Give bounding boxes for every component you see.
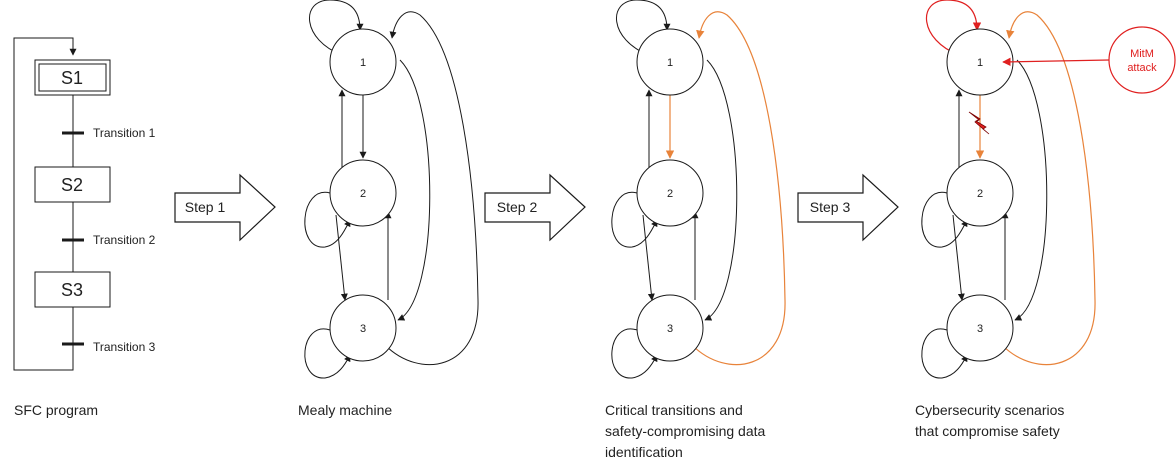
step-arrow-label: Step 3 [810,199,851,215]
sfc-transition-label: Transition 3 [93,340,156,354]
state-label: 2 [977,188,983,200]
mitm-label: MitM [1130,48,1154,60]
panel-caption: Cybersecurity scenarios [915,402,1064,418]
state-label: 2 [360,188,366,200]
step-arrow-2: Step 2 [484,173,586,242]
state-node-2 [946,159,1014,227]
sfc-step-s2 [34,166,111,203]
state-node-1 [636,28,704,96]
state-label: 1 [667,57,673,69]
mitm-attack-arrow [1002,57,1110,67]
sfc-step-label: S2 [61,175,83,195]
state-label: 1 [360,57,366,69]
state-node-3 [946,294,1014,362]
panel-caption: identification [605,444,683,460]
sfc-program: S1 Transition 1 S2 Transition 2 S3 Trans… [13,37,156,418]
critical-transition [1001,11,1096,366]
panel-caption: safety-compromising data [605,423,766,439]
sfc-step-label: S1 [61,68,83,88]
state-node-2 [636,159,704,227]
state-node-3 [636,294,704,362]
mitm-label: attack [1127,62,1157,74]
mitm-attack-node [1108,26,1176,94]
sfc-caption: SFC program [14,402,98,418]
state-node-1 [329,28,397,96]
panel-caption: Critical transitions and [605,402,743,418]
critical-transitions-panel: 1 2 3 Critical transitions and safety-co… [605,0,786,460]
sfc-step-label: S3 [61,280,83,300]
state-label: 1 [977,57,983,69]
panel-caption: that compromise safety [915,423,1060,439]
state-node-2 [329,159,397,227]
state-label: 3 [977,323,983,335]
sfc-step-s3 [34,271,111,308]
lightning-icon [968,111,990,135]
cybersecurity-panel: 1 2 3 MitM attack Cybersecurity scenario… [915,0,1176,439]
step-arrow-1: Step 1 [174,173,276,242]
mealy-machine-panel: 1 2 3 Mealy machine [298,0,478,418]
state-node-3 [329,294,397,362]
critical-transition [691,11,786,366]
panel-caption: Mealy machine [298,402,392,418]
state-label: 3 [360,323,366,335]
sfc-transition-label: Transition 2 [93,233,156,247]
state-label: 2 [667,188,673,200]
step-arrow-3: Step 3 [797,173,899,242]
step-arrow-label: Step 2 [497,199,538,215]
attacked-self-loop [925,0,982,56]
step-arrow-label: Step 1 [185,199,226,215]
state-label: 3 [667,323,673,335]
sfc-transition-label: Transition 1 [93,126,156,140]
